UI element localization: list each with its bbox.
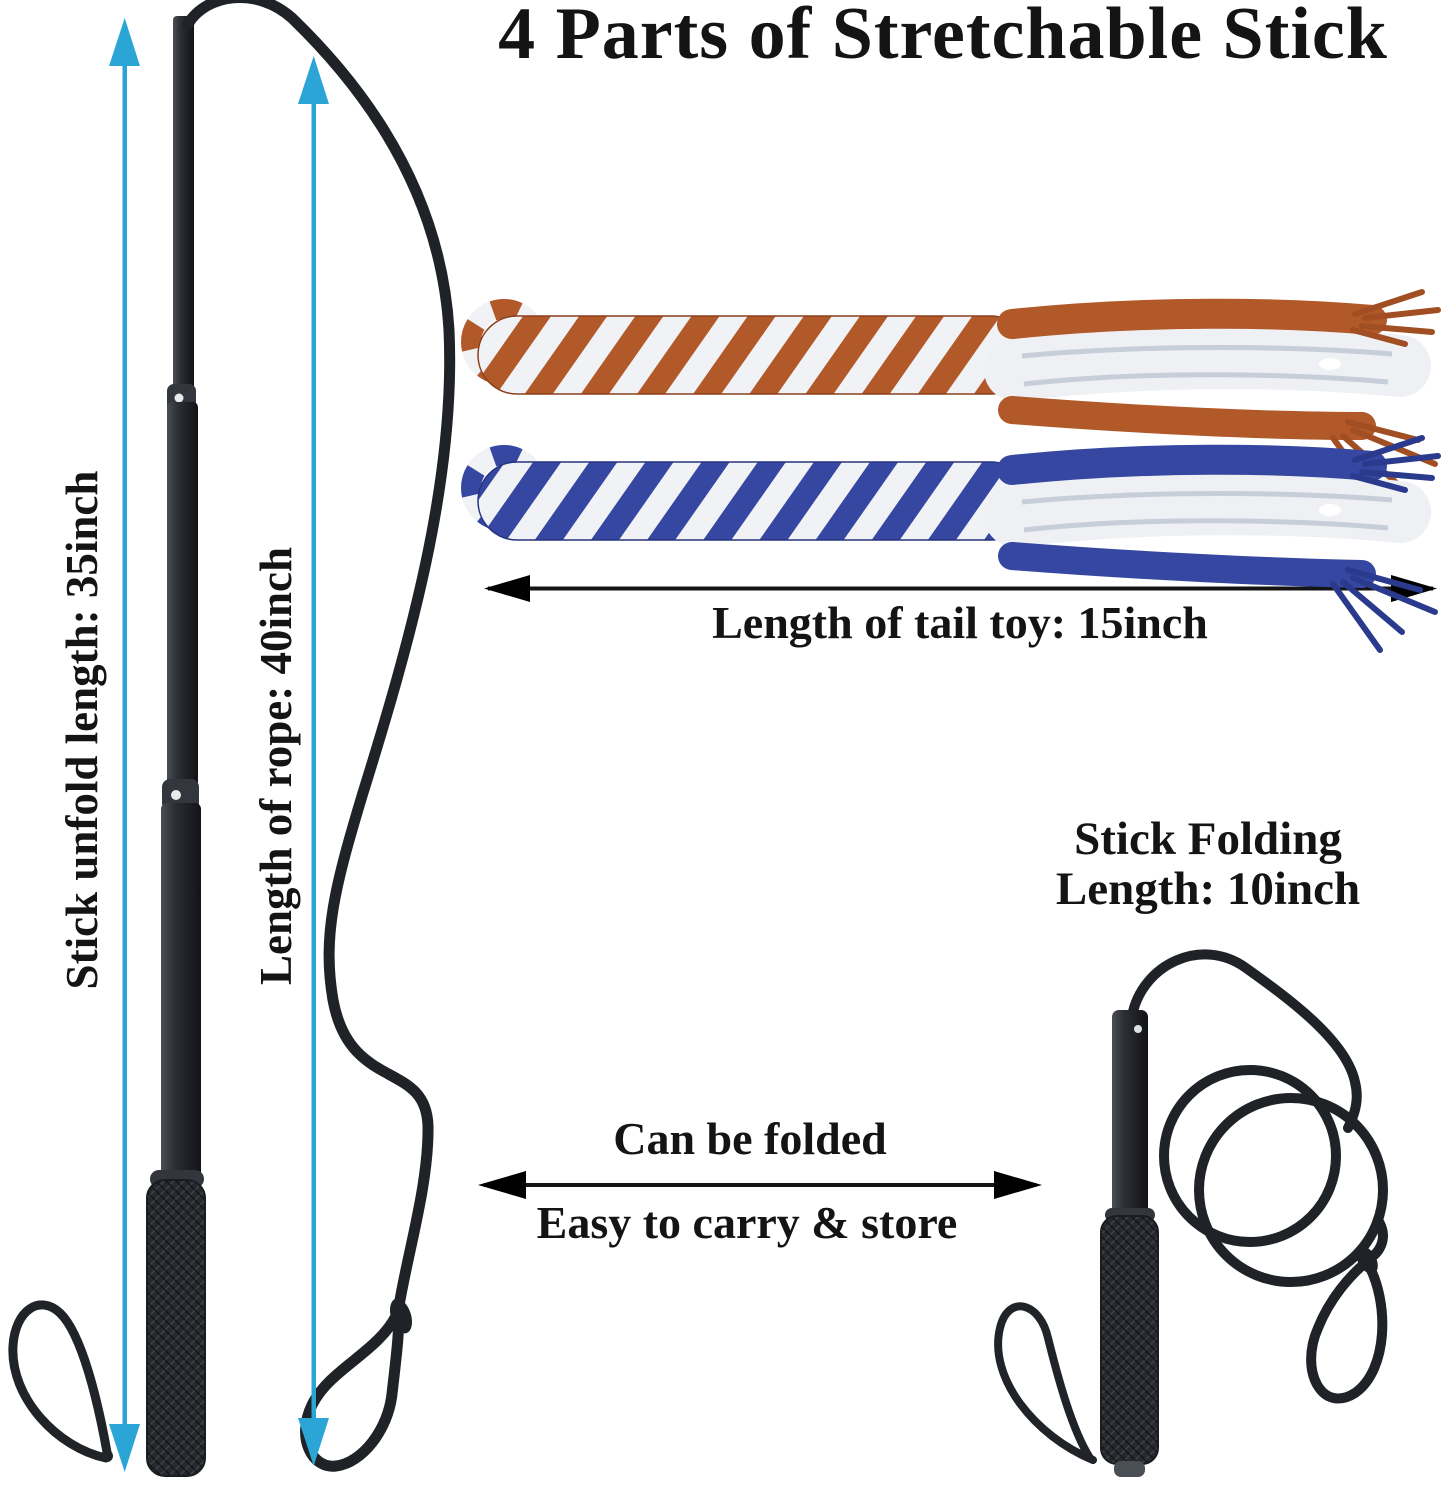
braided-section bbox=[477, 461, 1031, 541]
fold-note-arrow bbox=[478, 1171, 1042, 1199]
tail-toy-length-label: Length of tail toy: 15inch bbox=[712, 597, 1208, 648]
braided-section bbox=[477, 315, 1031, 395]
grip-tip bbox=[1114, 1461, 1145, 1477]
telescopic-stick bbox=[146, 16, 206, 1477]
joint-pin-1 bbox=[174, 393, 184, 403]
page-title: 4 Parts of Stretchable Stick bbox=[498, 0, 1388, 75]
rope-length-arrow bbox=[298, 56, 329, 1466]
tail-toys-figure bbox=[461, 289, 1441, 653]
arrowhead-down bbox=[298, 1418, 329, 1466]
folding-heading-line2: Length: 10inch bbox=[1055, 863, 1361, 915]
shaft-pin bbox=[1134, 1025, 1142, 1033]
unfolded-stick-figure bbox=[8, 0, 456, 1477]
bungee-rope bbox=[182, 0, 456, 1472]
arrowhead-right bbox=[994, 1171, 1042, 1199]
stick-handle-grip bbox=[146, 1179, 206, 1477]
stick-length-label: Stick unfold length: 35inch bbox=[57, 470, 107, 990]
rope-length-label: Length of rope: 40inch bbox=[251, 547, 301, 985]
strap-ring bbox=[101, 1450, 113, 1462]
folding-heading: Stick Folding Length: 10inch bbox=[1056, 814, 1360, 914]
wrist-strap bbox=[8, 1300, 112, 1463]
tassel-section bbox=[984, 435, 1441, 653]
rope-toy-orange bbox=[461, 289, 1441, 503]
arrowhead-up bbox=[109, 18, 140, 66]
folding-heading-line1: Stick Folding bbox=[1074, 813, 1342, 865]
stick-segment-middle bbox=[167, 402, 198, 787]
folded-shaft bbox=[1112, 1010, 1148, 1222]
folded-stick-figure bbox=[994, 949, 1388, 1477]
coiled-rope bbox=[1127, 949, 1388, 1404]
arrowhead-down bbox=[109, 1424, 140, 1472]
joint-pin-2 bbox=[171, 790, 181, 800]
rope-toy-blue bbox=[461, 435, 1441, 653]
folded-stick bbox=[1100, 1010, 1159, 1477]
arrowhead-left bbox=[484, 575, 530, 602]
rope-knot bbox=[389, 1298, 413, 1334]
fold-note-line2: Easy to carry & store bbox=[536, 1197, 958, 1248]
arrowhead-up bbox=[298, 56, 329, 104]
fold-note-line1: Can be folded bbox=[613, 1113, 887, 1164]
stick-segment-top bbox=[173, 16, 194, 394]
folded-grip bbox=[1100, 1215, 1159, 1465]
rope-knot bbox=[1356, 1246, 1378, 1274]
wrist-strap bbox=[994, 1302, 1097, 1464]
stick-segment-bottom bbox=[161, 803, 201, 1185]
stick-length-arrow bbox=[109, 18, 140, 1472]
arrowhead-left bbox=[478, 1171, 526, 1199]
